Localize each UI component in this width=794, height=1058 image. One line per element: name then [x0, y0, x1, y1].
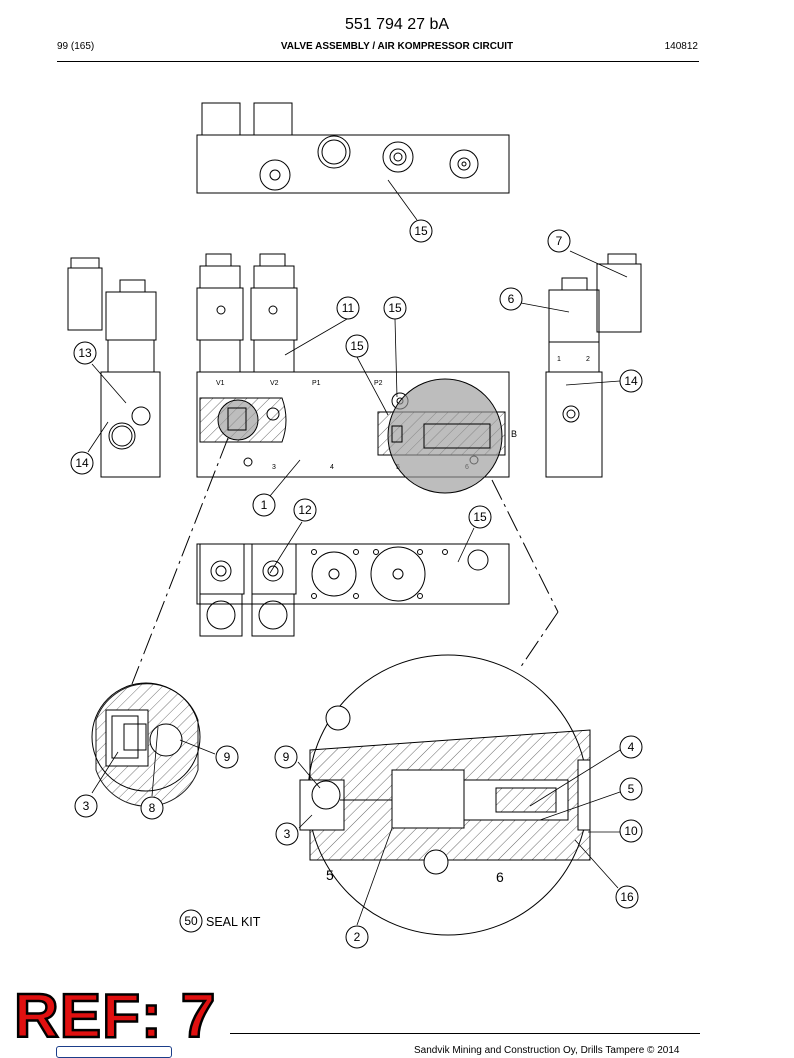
callout-10: 10: [619, 819, 643, 843]
detail-port-5: 5: [326, 867, 334, 883]
callout-4: 4: [619, 735, 643, 759]
svg-text:6: 6: [508, 292, 515, 306]
callout-16: 16: [615, 885, 639, 909]
detail-leaders: [131, 437, 559, 685]
top-view-block: [196, 102, 510, 194]
callout-2: 2: [345, 925, 369, 949]
small-detail: [91, 682, 201, 807]
svg-text:50: 50: [184, 914, 198, 928]
callout-13: 13: [73, 341, 97, 365]
port-b: B: [511, 429, 517, 439]
svg-text:2: 2: [354, 930, 361, 944]
svg-text:9: 9: [283, 750, 290, 764]
callout-leaders: [87, 179, 628, 926]
svg-text:11: 11: [342, 301, 355, 315]
large-detail: [299, 654, 591, 936]
callout-9-small: 9: [215, 745, 239, 769]
svg-text:8: 8: [149, 801, 156, 815]
svg-text:5: 5: [628, 782, 635, 796]
svg-text:4: 4: [628, 740, 635, 754]
footer-copyright: Sandvik Mining and Construction Oy, Dril…: [414, 1045, 680, 1056]
callout-14-left: 14: [70, 451, 94, 475]
detail-port-6: 6: [496, 869, 504, 885]
callout-11: 11: [336, 296, 360, 320]
callout-7: 7: [547, 229, 571, 253]
callout-50: 50: [179, 909, 203, 933]
svg-text:14: 14: [75, 456, 89, 470]
port-3: 3: [272, 464, 276, 471]
svg-text:16: 16: [620, 890, 634, 904]
page-number: 99 (165): [57, 41, 95, 52]
coil-pin-2: 2: [586, 356, 590, 363]
large-detail-labels: 5 6: [326, 867, 504, 885]
callout-1: 1: [252, 493, 276, 517]
svg-text:12: 12: [298, 503, 312, 517]
ref-stamp: REF: 7: [13, 982, 217, 1051]
callout-15-top: 15: [409, 219, 433, 243]
front-view-sections: [199, 378, 506, 494]
port-4: 4: [330, 464, 334, 471]
svg-text:9: 9: [224, 750, 231, 764]
callout-9-large: 9: [274, 745, 298, 769]
port-p2: P2: [374, 380, 383, 387]
bottom-view-block: [196, 543, 510, 637]
section-title: VALVE ASSEMBLY / AIR KOMPRESSOR CIRCUIT: [280, 41, 514, 52]
svg-text:15: 15: [350, 339, 364, 353]
svg-text:15: 15: [414, 224, 428, 238]
svg-text:3: 3: [284, 827, 291, 841]
document-number: 551 794 27 bA: [344, 16, 450, 33]
callout-12: 12: [293, 498, 317, 522]
svg-text:7: 7: [556, 234, 563, 248]
right-side-view: [545, 253, 642, 478]
svg-text:1: 1: [261, 498, 268, 512]
svg-text:10: 10: [624, 824, 638, 838]
callout-3-large: 3: [275, 822, 299, 846]
seal-kit-label: SEAL KIT: [206, 915, 261, 929]
svg-text:3: 3: [83, 799, 90, 813]
callout-3-small: 3: [74, 794, 98, 818]
document-date: 140812: [664, 41, 698, 52]
port-v2: V2: [270, 380, 279, 387]
header-rule: [57, 61, 699, 62]
svg-text:14: 14: [624, 374, 638, 388]
callout-15-bottom: 15: [468, 505, 492, 529]
svg-text:13: 13: [78, 346, 92, 360]
callout-14-right: 14: [619, 369, 643, 393]
port-p1: P1: [312, 380, 321, 387]
callout-15-a: 15: [383, 296, 407, 320]
callout-8: 8: [140, 796, 164, 820]
left-side-view: [67, 257, 161, 478]
coil-pin-1: 1: [557, 356, 561, 363]
footer-rule: [230, 1033, 700, 1034]
callout-6: 6: [499, 287, 523, 311]
callout-15-b: 15: [345, 334, 369, 358]
svg-text:15: 15: [388, 301, 402, 315]
callout-5: 5: [619, 777, 643, 801]
svg-text:15: 15: [473, 510, 487, 524]
port-v1: V1: [216, 380, 225, 387]
